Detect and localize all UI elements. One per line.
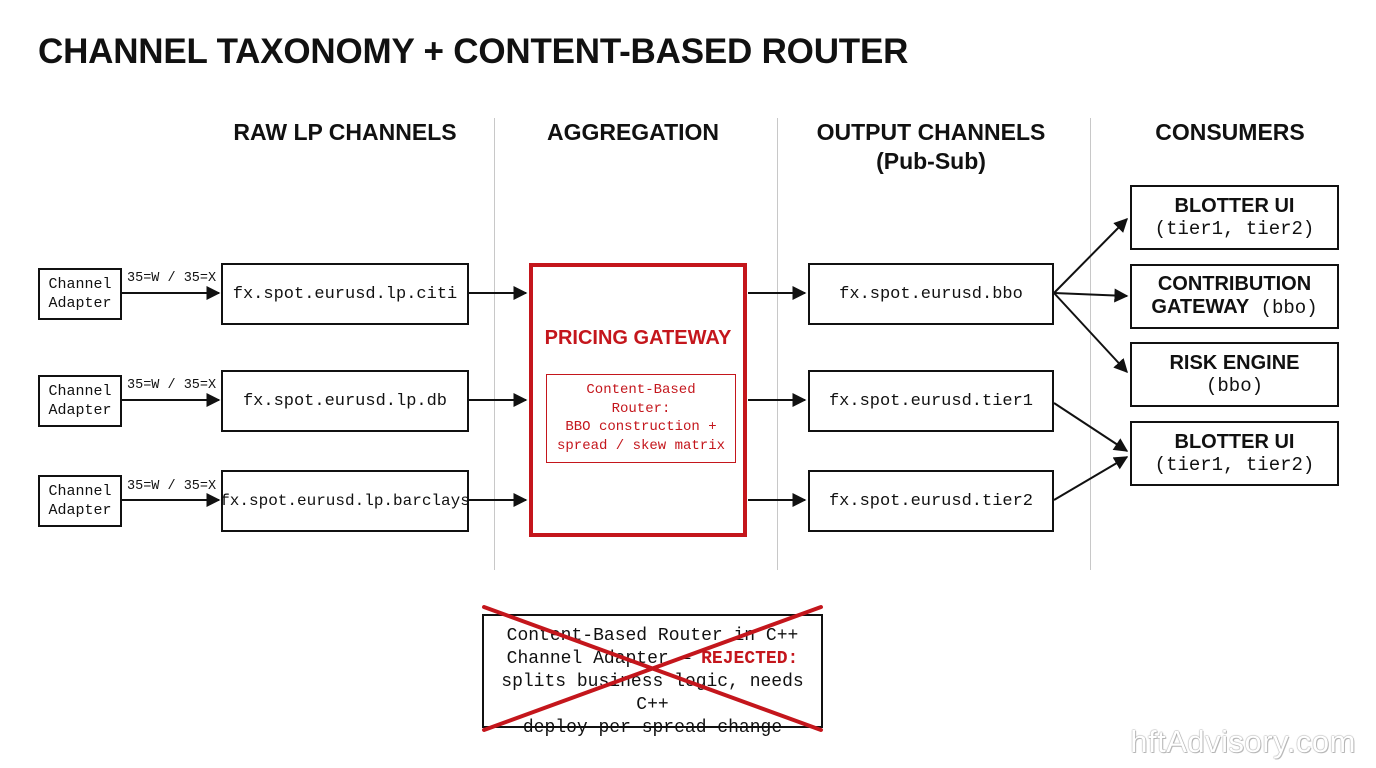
consumer-subscription-list: (bbo) (1249, 297, 1318, 319)
consumer-subscriptions: (tier1, tier2) (1154, 453, 1315, 476)
column-heading-raw: RAW LP CHANNELS (233, 119, 457, 145)
edge-label-msg-type: 35=W / 35=X (127, 271, 217, 286)
router-line: BBO construction + (565, 419, 717, 435)
consumer-name: RISK ENGINE (1169, 351, 1300, 374)
consumer-subscriptions: GATEWAY (bbo) (1151, 296, 1317, 320)
column-heading-output-line2: (Pub-Sub) (876, 148, 986, 174)
consumer-name: CONTRIBUTION (1157, 273, 1312, 295)
consumer-contribution-gateway: CONTRIBUTION GATEWAY (bbo) (1130, 264, 1339, 329)
pricing-gateway: PRICING GATEWAY Content-Based Router: BB… (529, 263, 747, 537)
consumer-name-cont: GATEWAY (1151, 296, 1250, 318)
column-divider (777, 118, 778, 570)
router-line: Router: (611, 400, 671, 417)
rejected-line-prefix: Channel Adapter — (506, 649, 702, 669)
channel-adapter: Channel Adapter (38, 475, 122, 527)
output-channel-tier2: fx.spot.eurusd.tier2 (808, 470, 1054, 532)
channel-adapter-line1: Channel (48, 383, 112, 400)
output-channel-bbo: fx.spot.eurusd.bbo (808, 263, 1054, 325)
arrow-bbo-to-risk (1053, 292, 1128, 374)
channel-adapter-line2: Adapter (48, 402, 112, 419)
consumer-name: BLOTTER UI (1174, 194, 1295, 217)
channel-adapter-line1: Channel (48, 483, 112, 500)
column-heading-consumers: CONSUMERS (1155, 119, 1305, 145)
channel-adapter-line2: Adapter (48, 502, 112, 519)
column-heading-output-line1: OUTPUT CHANNELS (816, 119, 1046, 145)
rejected-line: splits business logic, needs C++ (501, 672, 804, 715)
arrow-tier1-to-blotter (1053, 402, 1129, 452)
raw-channel-citi: fx.spot.eurusd.lp.citi (221, 263, 469, 325)
channel-adapter: Channel Adapter (38, 375, 122, 427)
column-heading-aggregation: AGGREGATION (546, 119, 720, 145)
arrow-bbo-to-blotter (1053, 218, 1128, 294)
rejected-label: REJECTED: (701, 649, 799, 669)
rejected-line: Channel Adapter — REJECTED: (484, 648, 821, 671)
edge-label-msg-type: 35=W / 35=X (127, 378, 217, 393)
channel-adapter-line2: Adapter (48, 295, 112, 312)
rejected-line: Content-Based Router in C++ (506, 626, 799, 646)
arrow-bbo-to-contribution (1053, 288, 1129, 303)
rejected-alternative: Content-Based Router in C++ Channel Adap… (482, 614, 823, 738)
pricing-gateway-title: PRICING GATEWAY (544, 327, 732, 349)
raw-channel-db: fx.spot.eurusd.lp.db (221, 370, 469, 432)
raw-channel-barclays: fx.spot.eurusd.lp.barclays (220, 470, 470, 532)
consumer-name: BLOTTER UI (1174, 430, 1295, 453)
channel-adapter: Channel Adapter (38, 268, 122, 320)
consumer-risk-engine: RISK ENGINE (bbo) (1130, 342, 1339, 407)
output-channel-tier1: fx.spot.eurusd.tier1 (808, 370, 1054, 432)
column-divider (1090, 118, 1091, 570)
channel-adapter-line1: Channel (48, 276, 112, 293)
content-based-router: Content-Based Router: BBO construction +… (546, 374, 736, 463)
rejected-line: deploy per spread change (522, 718, 783, 738)
column-heading-output: OUTPUT CHANNELS (Pub-Sub) (790, 118, 1072, 176)
arrow-tier2-to-blotter (1053, 456, 1129, 501)
consumer-blotter-ui: BLOTTER UI (tier1, tier2) (1130, 185, 1339, 250)
router-line: Content-Based (586, 382, 696, 398)
consumer-subscriptions: (tier1, tier2) (1154, 217, 1315, 240)
router-line: spread / skew matrix (556, 437, 726, 454)
consumer-subscriptions: (bbo) (1205, 374, 1263, 397)
diagram-title: CHANNEL TAXONOMY + CONTENT-BASED ROUTER (38, 32, 909, 71)
edge-label-msg-type: 35=W / 35=X (127, 479, 217, 494)
column-divider (494, 118, 495, 570)
consumer-blotter-ui: BLOTTER UI (tier1, tier2) (1130, 421, 1339, 486)
watermark: hftAdvisory.com (1130, 724, 1356, 759)
